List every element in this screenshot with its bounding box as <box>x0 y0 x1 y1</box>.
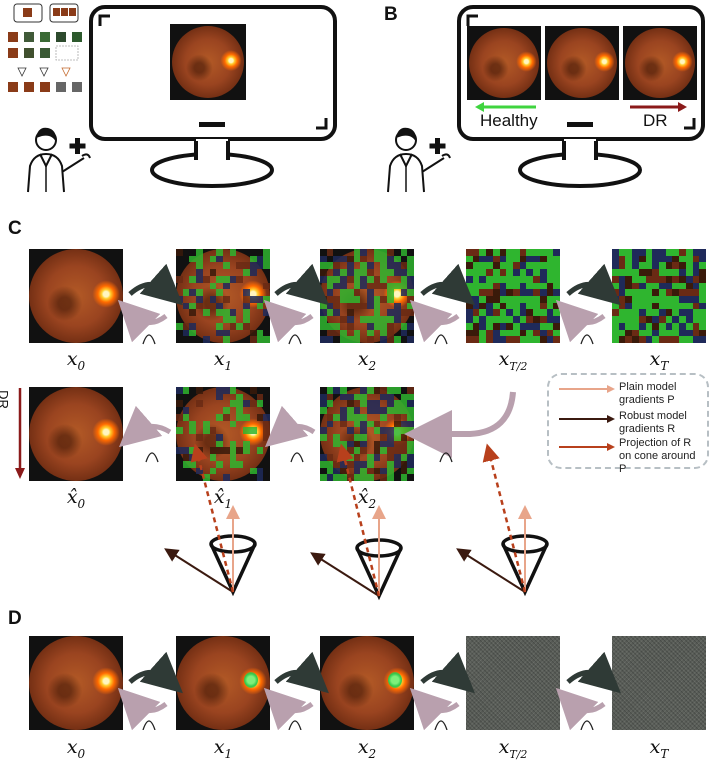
legend-item-plain: Plain model gradients P <box>619 381 677 406</box>
noised-x2 <box>320 249 414 343</box>
noise-d-xhalf <box>466 636 560 730</box>
noise-d-xT <box>612 636 706 730</box>
doctor-icon <box>27 127 91 193</box>
label-text: x1 <box>213 736 233 761</box>
label-xhalf: xT/2 <box>483 348 543 373</box>
noise-symbol-icon <box>142 334 594 345</box>
label-text: xT <box>649 348 669 373</box>
label-xhat1: x̂1 <box>193 486 253 511</box>
label-xhat0: x̂0 <box>46 486 106 511</box>
fundus-x0 <box>29 249 123 343</box>
denoised-xhat1 <box>176 387 270 481</box>
label-d-xT: xT <box>629 736 689 761</box>
label-text: x̂0 <box>66 486 86 511</box>
label-text: x0 <box>66 348 86 373</box>
fundus-d-x2 <box>320 636 414 730</box>
label-text: x0 <box>66 736 86 761</box>
noise-mosaic <box>466 249 560 343</box>
label-xT: xT <box>629 348 689 373</box>
fundus-image-a <box>170 24 246 100</box>
label-text: x2 <box>357 348 377 373</box>
noise-mosaic <box>320 249 414 343</box>
fundus-image-b2 <box>545 26 619 100</box>
thumbnail-figure <box>6 2 82 100</box>
label-x2: x2 <box>337 348 397 373</box>
legend-item-projection: Projection of R on cone around P <box>619 437 696 475</box>
denoised-xhat2 <box>320 387 414 481</box>
cone-icon <box>164 443 549 601</box>
thumbnail-sketch <box>8 3 82 92</box>
label-d-xhalf: xT/2 <box>483 736 543 761</box>
dr-label: DR <box>643 111 668 130</box>
fundus-xhat0 <box>29 387 123 481</box>
panel-letter-c: C <box>8 218 22 239</box>
doctor-icon <box>387 127 451 193</box>
dr-side-arrow <box>15 388 25 479</box>
noised-xT <box>612 249 706 343</box>
label-x0: x0 <box>46 348 106 373</box>
label-text: x̂2 <box>357 486 377 511</box>
direction-arrows <box>475 102 687 112</box>
noise-symbol-icon <box>145 452 453 463</box>
fundus-d-x0 <box>29 636 123 730</box>
healthy-label: Healthy <box>480 111 538 130</box>
label-x1: x1 <box>193 348 253 373</box>
row-c-arrows <box>117 263 621 601</box>
label-text: xT/2 <box>498 348 528 373</box>
noised-xhalf <box>466 249 560 343</box>
noise-mosaic <box>612 249 706 343</box>
label-text: x1 <box>213 348 233 373</box>
label-d-x0: x0 <box>46 736 106 761</box>
legend-item-robust: Robust model gradients R <box>619 410 687 435</box>
panel-letter-d: D <box>8 608 22 629</box>
noise-mosaic <box>176 387 270 481</box>
label-d-x2: x2 <box>337 736 397 761</box>
label-text: xT/2 <box>498 736 528 761</box>
label-xhat2: x̂2 <box>337 486 397 511</box>
backward-arrow-icon <box>117 687 606 730</box>
row-d-arrows <box>117 651 621 730</box>
forward-arrow-icon <box>128 651 621 694</box>
noise-symbol-icon <box>142 720 594 730</box>
fundus-image-b1 <box>467 26 541 100</box>
label-text: x2 <box>357 736 377 761</box>
label-text: x̂1 <box>213 486 233 511</box>
legend: Plain model gradients P Robust model gra… <box>547 373 709 475</box>
forward-arrow-icon <box>128 263 621 306</box>
label-d-x1: x1 <box>193 736 253 761</box>
legend-arrows <box>559 385 615 451</box>
backward-arrow-icon <box>117 299 606 343</box>
fundus-d-x1 <box>176 636 270 730</box>
panel-letter-b: B <box>384 4 398 25</box>
label-text: xT <box>649 736 669 761</box>
fundus-image-b3 <box>623 26 697 100</box>
